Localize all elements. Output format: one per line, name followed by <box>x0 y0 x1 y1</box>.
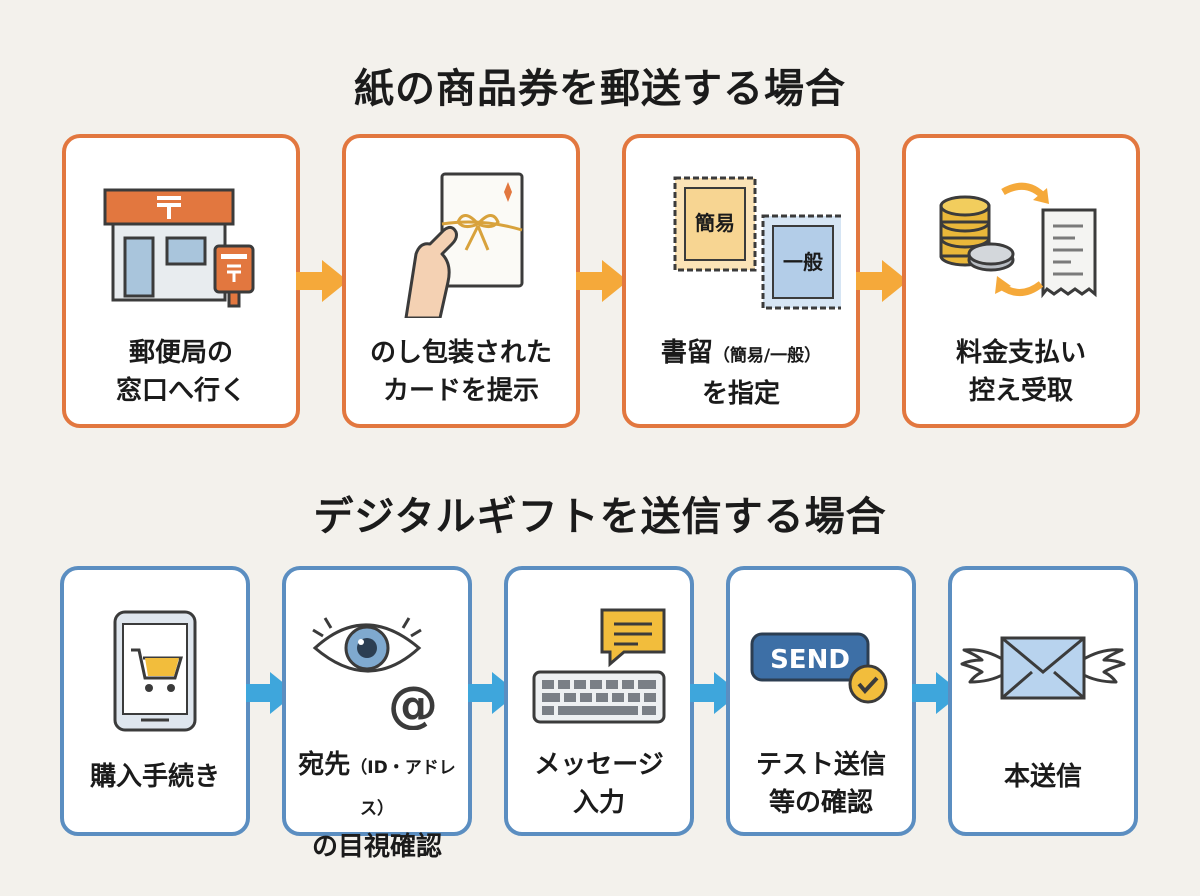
arrow-right-icon <box>856 260 908 302</box>
step-label-paren: （ID・アドレス） <box>350 758 456 819</box>
stamp-general-text: 一般 <box>783 250 823 274</box>
step-label-line2: を指定 <box>701 379 780 409</box>
arrow-right-icon <box>468 672 518 714</box>
step-label-line1: 料金支払い <box>955 338 1086 368</box>
step-card-noshi-card: のし包装された カードを提示 <box>342 134 580 428</box>
stamps-icon: 簡易 一般 <box>626 172 856 316</box>
digital-section-title: デジタルギフトを送信する場合 <box>313 494 887 540</box>
step-label-line1: 書留 <box>660 338 713 368</box>
arrow-right-icon <box>690 672 740 714</box>
send-button-text: SEND <box>770 645 850 675</box>
step-card-test-send: SEND テスト送信 等の確認 <box>726 566 916 836</box>
step-label-line1: メッセージ <box>534 750 664 780</box>
step-card-registered-mail: 簡易 一般 書留（簡易/一般） を指定 <box>622 134 860 428</box>
arrow-right-icon <box>576 260 628 302</box>
arrow-right-icon <box>296 260 348 302</box>
step-label-line1: 宛先 <box>298 750 351 780</box>
step-label-line1: 本送信 <box>1003 762 1082 792</box>
payment-receipt-icon <box>906 176 1136 306</box>
step-card-post-office: 郵便局の 窓口へ行く <box>62 134 300 428</box>
step-label-line2: 控え受取 <box>968 376 1073 406</box>
step-label-line2: カードを提示 <box>382 376 539 406</box>
arrow-right-icon <box>246 672 296 714</box>
step-label-line2: 入力 <box>572 788 625 818</box>
step-label-line2: 窓口へ行く <box>115 376 246 406</box>
step-label-line1: テスト送信 <box>755 750 886 780</box>
step-label-paren: （簡易/一般） <box>712 346 822 366</box>
step-card-message-input: メッセージ 入力 <box>504 566 694 836</box>
post-office-icon <box>66 178 296 308</box>
step-card-payment: 料金支払い 控え受取 <box>902 134 1140 428</box>
step-label-line1: 郵便局の <box>128 338 233 368</box>
winged-envelope-icon <box>952 626 1134 716</box>
noshi-card-icon <box>346 168 576 318</box>
at-symbol-text: @ <box>388 676 438 730</box>
send-check-icon: SEND <box>730 622 912 712</box>
arrow-right-icon <box>912 672 962 714</box>
smartphone-cart-icon <box>64 608 246 738</box>
step-label-line1: のし包装された <box>369 338 552 368</box>
step-card-purchase: 購入手続き <box>60 566 250 836</box>
step-label-line2: 等の確認 <box>768 788 873 818</box>
keyboard-message-icon <box>508 606 690 736</box>
step-card-address-check: @ 宛先（ID・アドレス） の目視確認 <box>282 566 472 862</box>
eye-at-icon: @ <box>286 610 468 730</box>
stamp-simple-text: 簡易 <box>695 211 735 235</box>
step-card-final-send: 本送信 <box>948 566 1138 836</box>
step-label-line1: 購入手続き <box>89 762 220 792</box>
mail-section-title: 紙の商品券を郵送する場合 <box>354 66 846 112</box>
step-label-line2: の目視確認 <box>311 832 442 862</box>
